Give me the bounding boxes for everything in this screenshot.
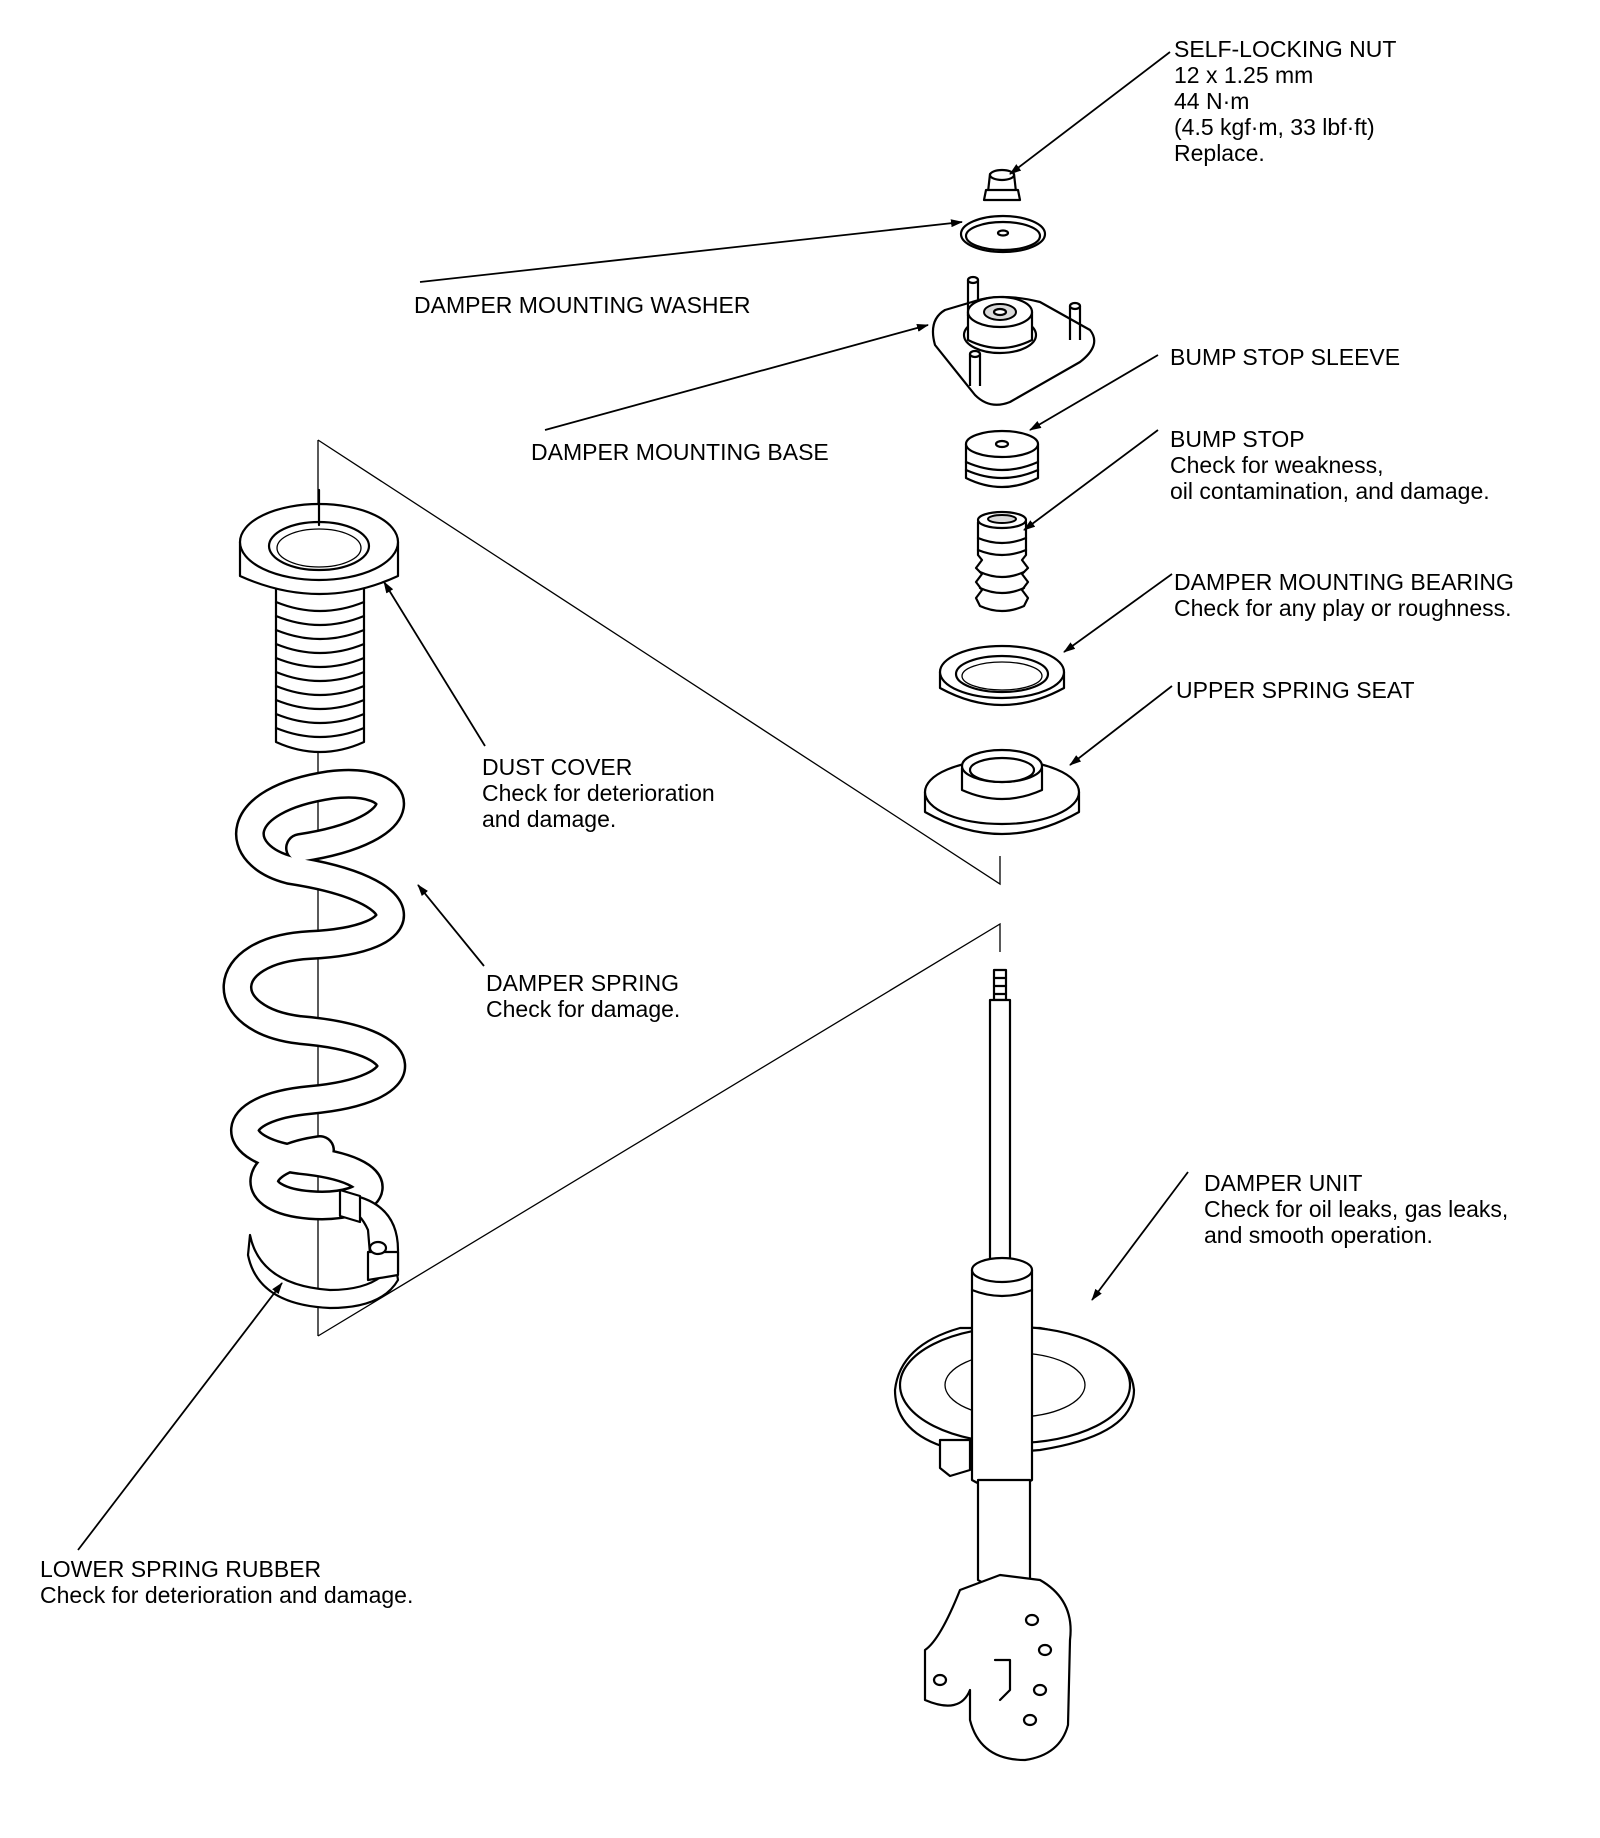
label-damper-mounting-base: DAMPER MOUNTING BASE xyxy=(531,439,829,465)
label-damper-unit: DAMPER UNIT Check for oil leaks, gas lea… xyxy=(1204,1170,1508,1248)
label-title: DAMPER UNIT xyxy=(1204,1170,1363,1196)
label-lower-spring-rubber: LOWER SPRING RUBBER Check for deteriorat… xyxy=(40,1556,413,1608)
dust-cover-part xyxy=(238,488,400,754)
label-note: (4.5 kgf·m, 33 lbf·ft) xyxy=(1174,114,1375,140)
label-title: DAMPER MOUNTING WASHER xyxy=(414,292,751,318)
damper-mounting-washer-part xyxy=(959,214,1047,254)
label-self-locking-nut: SELF-LOCKING NUT 12 x 1.25 mm 44 N·m (4.… xyxy=(1174,36,1396,166)
label-note: Check for damage. xyxy=(486,996,681,1022)
label-title: DAMPER MOUNTING BASE xyxy=(531,439,829,465)
leader-lines xyxy=(77,51,1189,1551)
upper-spring-seat-part xyxy=(923,748,1081,836)
label-note: 44 N·m xyxy=(1174,88,1250,114)
damper-spring-part xyxy=(222,768,407,1221)
label-note: and smooth operation. xyxy=(1204,1222,1433,1248)
label-title: BUMP STOP xyxy=(1170,426,1305,452)
label-title: DAMPER SPRING xyxy=(486,970,679,996)
label-title: DUST COVER xyxy=(482,754,633,780)
damper-mounting-bearing-part xyxy=(938,644,1066,707)
label-dust-cover: DUST COVER Check for deterioration and d… xyxy=(482,754,715,832)
label-title: LOWER SPRING RUBBER xyxy=(40,1556,322,1582)
self-locking-nut-part xyxy=(982,168,1022,202)
lower-spring-rubber-part xyxy=(246,1188,400,1310)
label-title: BUMP STOP SLEEVE xyxy=(1170,344,1401,370)
label-note: Check for oil leaks, gas leaks, xyxy=(1204,1196,1509,1222)
bump-stop-part xyxy=(974,510,1030,613)
bump-stop-sleeve-part xyxy=(964,429,1040,488)
label-damper-mounting-bearing: DAMPER MOUNTING BEARING Check for any pl… xyxy=(1174,569,1514,621)
label-note: Check for deterioration xyxy=(482,780,715,806)
damper-unit-part xyxy=(893,968,1136,1762)
damper-mounting-base-part xyxy=(931,275,1096,406)
label-note: Check for any play or roughness. xyxy=(1174,595,1512,621)
label-upper-spring-seat: UPPER SPRING SEAT xyxy=(1176,677,1415,703)
label-damper-spring: DAMPER SPRING Check for damage. xyxy=(486,970,680,1022)
label-note: 12 x 1.25 mm xyxy=(1174,62,1314,88)
label-bump-stop-sleeve: BUMP STOP SLEEVE xyxy=(1170,344,1400,370)
label-note: and damage. xyxy=(482,806,617,832)
label-note: Check for weakness, xyxy=(1170,452,1384,478)
label-title: UPPER SPRING SEAT xyxy=(1176,677,1415,703)
label-title: DAMPER MOUNTING BEARING xyxy=(1174,569,1514,595)
label-damper-mounting-washer: DAMPER MOUNTING WASHER xyxy=(414,292,751,318)
label-note: Check for deterioration and damage. xyxy=(40,1582,414,1608)
label-note: oil contamination, and damage. xyxy=(1170,478,1490,504)
label-title: SELF-LOCKING NUT xyxy=(1174,36,1397,62)
label-bump-stop: BUMP STOP Check for weakness, oil contam… xyxy=(1170,426,1490,504)
label-note: Replace. xyxy=(1174,140,1265,166)
